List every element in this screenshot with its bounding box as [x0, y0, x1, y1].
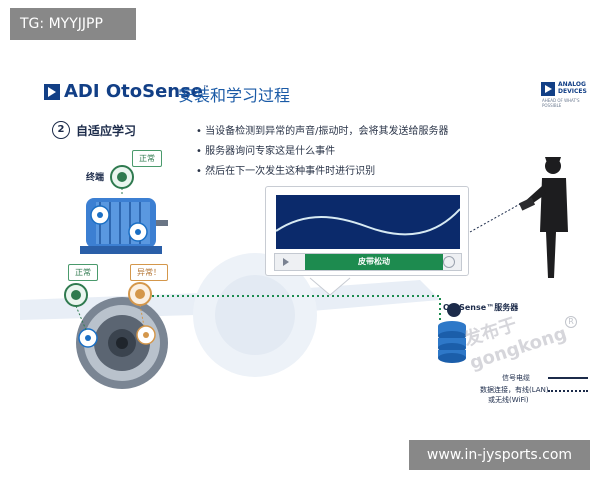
- waveform: [275, 208, 461, 236]
- technician-silhouette: [518, 157, 568, 278]
- registered-mark: R: [565, 316, 577, 328]
- legend-data-connection-2: 或无线(WiFi): [488, 396, 529, 404]
- data-connection-line: [152, 295, 441, 320]
- fan-illustration: [76, 297, 168, 389]
- bullet-item: 当设备检测到异常的声音/振动时，会将其发送给服务器: [196, 122, 448, 142]
- legend-data-connection: 数据连接，有线(LAN): [480, 386, 549, 394]
- status-bubble-left: 正常: [68, 264, 98, 281]
- legend-signal-cable: 信号电缆: [502, 374, 530, 382]
- server-icon: [438, 303, 466, 363]
- bullet-item: 服务器询问专家这是什么事件: [196, 142, 448, 162]
- step-label: 自适应学习: [76, 124, 137, 138]
- adi-triangle-icon: [44, 84, 60, 100]
- step-number: 2: [52, 121, 70, 139]
- top-watermark-tag: TG: MYYJJPP: [10, 8, 136, 40]
- screen-pointer: [309, 277, 351, 296]
- motor-illustration: [80, 198, 168, 254]
- analog-devices-logo-text: ANALOG DEVICES: [558, 81, 587, 95]
- brand-logo: ADI OtoSense™: [64, 81, 210, 102]
- legend-dotted-line: [548, 390, 588, 392]
- bullet-list: 当设备检测到异常的声音/振动时，会将其发送给服务器 服务器询问专家这是什么事件 …: [196, 122, 448, 182]
- settings-icon[interactable]: [443, 256, 455, 268]
- legend-solid-line: [548, 377, 588, 379]
- analog-devices-tagline: AHEAD OF WHAT'S POSSIBLE: [542, 98, 580, 108]
- bottom-watermark-tag: www.in-jysports.com: [409, 440, 590, 470]
- event-label: 皮带松动: [305, 254, 443, 270]
- status-bubble-motor: 正常: [132, 150, 162, 167]
- event-bar: 皮带松动: [274, 253, 462, 271]
- waveform-plot: [275, 195, 461, 249]
- motor-label: 终端: [86, 173, 105, 183]
- status-bubble-right: 异常！: [130, 264, 168, 281]
- wireless-link: [469, 203, 521, 233]
- background-disc-inner: [215, 275, 295, 355]
- server-title: OtoSense™服务器: [443, 303, 519, 312]
- page-title: 安装和学习过程: [178, 86, 291, 105]
- analog-devices-logo-icon: [541, 82, 555, 96]
- bullet-item: 然后在下一次发生这种事件时进行识别: [196, 162, 448, 182]
- play-icon[interactable]: [283, 258, 289, 266]
- event-display: 皮带松动: [265, 186, 469, 276]
